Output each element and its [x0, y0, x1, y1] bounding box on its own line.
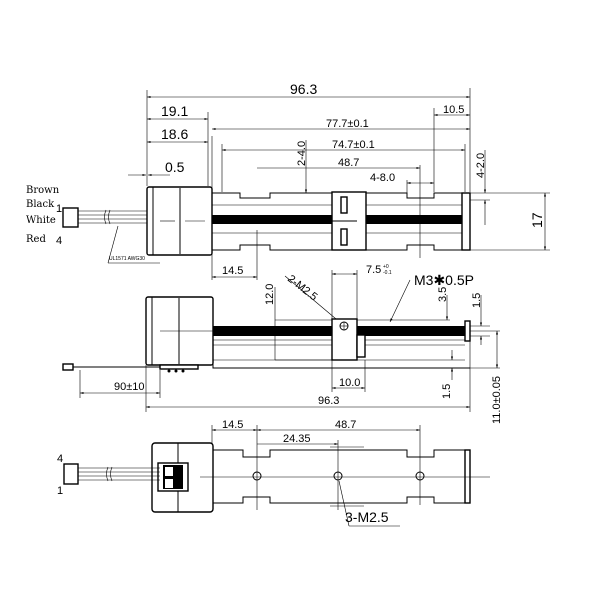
dim-hole-span: 48.7 [257, 419, 420, 432]
motor-top [146, 186, 213, 256]
dim-mid-hole: 24.35 [257, 433, 338, 446]
dim-first-hole: 14.5 [212, 419, 257, 432]
dim-label: 14.5 [222, 419, 243, 431]
dim-height: 17 [529, 193, 547, 250]
dim-label: 48.7 [335, 419, 356, 431]
connector [63, 463, 79, 485]
dim-label: 96.3 [290, 81, 317, 97]
dim-label: 4-2.0 [475, 153, 487, 178]
pin-label: 1 [56, 203, 62, 215]
dim-travel: 48.7 [257, 157, 420, 170]
carriage-holes-callout: 2-M2.5 [285, 273, 319, 304]
dim-overall: 96.3 [147, 81, 470, 99]
rail-side [212, 318, 471, 369]
rail-top [212, 191, 471, 258]
wire-label-black: Black [26, 199, 55, 210]
dim-motor-body: 18.6 [147, 126, 208, 144]
pin-label: 4 [56, 235, 62, 247]
wire-harness: UL1571 AWG30 [62, 207, 160, 264]
dim-rail-outer: 77.7±0.1 [212, 118, 470, 131]
dim-first-slot: 14.5 [212, 265, 257, 279]
wire-label-brown: Brown [26, 185, 60, 196]
dim-motor-len: 19.1 [147, 103, 208, 121]
dim-label: 14.5 [222, 265, 243, 277]
dim-label: 24.35 [283, 433, 311, 445]
dim-label: 12.0 [264, 284, 276, 305]
mount-hole [252, 471, 262, 481]
dim-slot-depth-b: 4-2.0 [470, 150, 490, 225]
dim-label: 96.3 [318, 395, 339, 407]
wire-label-red: Red [26, 234, 46, 245]
connector [62, 207, 79, 228]
dim-label: 3.5 [437, 287, 449, 302]
dim-label: 7.5 [366, 264, 381, 276]
mount-hole [333, 471, 343, 481]
dim-tolerance: +0 [383, 264, 389, 270]
dim-label: 77.7±0.1 [326, 118, 369, 130]
dim-flange: 0.5 [128, 159, 185, 177]
dim-label: 74.7±0.1 [332, 139, 375, 151]
dim-label: 2-4.0 [296, 141, 308, 166]
dim-tolerance: -0.1 [383, 270, 392, 276]
dim-label: 11.0±0.05 [491, 376, 503, 424]
dim-label: 10.5 [443, 104, 464, 116]
dim-end-block: 10.5 [434, 104, 470, 117]
dim-base-thickness: 1.5 [441, 350, 454, 399]
dim-label: 18.6 [161, 126, 188, 142]
cable-spec-label: UL1571 AWG30 [109, 256, 145, 262]
dim-label: 1.5 [441, 384, 453, 399]
pin-label: 4 [57, 453, 63, 465]
wire-label-white: White [26, 215, 56, 226]
side-view: 7.5 +0 -0.1 M3✱0.5P 2-M2.5 12.0 3.5 1.5 [62, 264, 503, 424]
dim-carriage-height: 12.0 [264, 284, 332, 361]
bottom-view: 14.5 48.7 24.35 4 1 [57, 419, 490, 527]
mount-holes-callout: 3-M2.5 [345, 509, 389, 525]
screw-callout: M3✱0.5P [414, 272, 474, 288]
dim-label: 19.1 [161, 103, 188, 119]
dim-label: 48.7 [338, 157, 359, 169]
dim-offset-b: 1.5 [470, 293, 490, 345]
mount-hole [415, 471, 425, 481]
rail-bottom [200, 446, 490, 507]
dim-total-height: 11.0±0.05 [470, 330, 503, 424]
motor-bottom [63, 442, 214, 513]
dim-label: 4-8.0 [370, 172, 395, 184]
dim-label: 10.0 [339, 377, 360, 389]
dim-label: 0.5 [165, 159, 185, 175]
top-view: 96.3 19.1 18.6 0.5 77.7±0.1 74.7±0.1 48.… [26, 81, 550, 280]
dim-carriage-base: 10.0 [332, 377, 365, 390]
dim-label: 17 [529, 212, 545, 228]
dim-label: 1.5 [471, 293, 483, 308]
dim-rail-inner: 74.7±0.1 [222, 139, 465, 152]
dim-label: 90±10 [114, 381, 145, 393]
dim-carriage-width: 7.5 +0 -0.1 [332, 264, 392, 276]
dim-slot-depth-a: 2-4.0 [296, 140, 308, 193]
dim-overall-side: 96.3 [146, 395, 470, 409]
dim-cable-len: 90±10 [80, 381, 160, 395]
dim-offset-a: 3.5 [357, 287, 450, 321]
dim-slot-width: 4-8.0 [370, 172, 434, 196]
pin-label: 1 [57, 485, 63, 497]
